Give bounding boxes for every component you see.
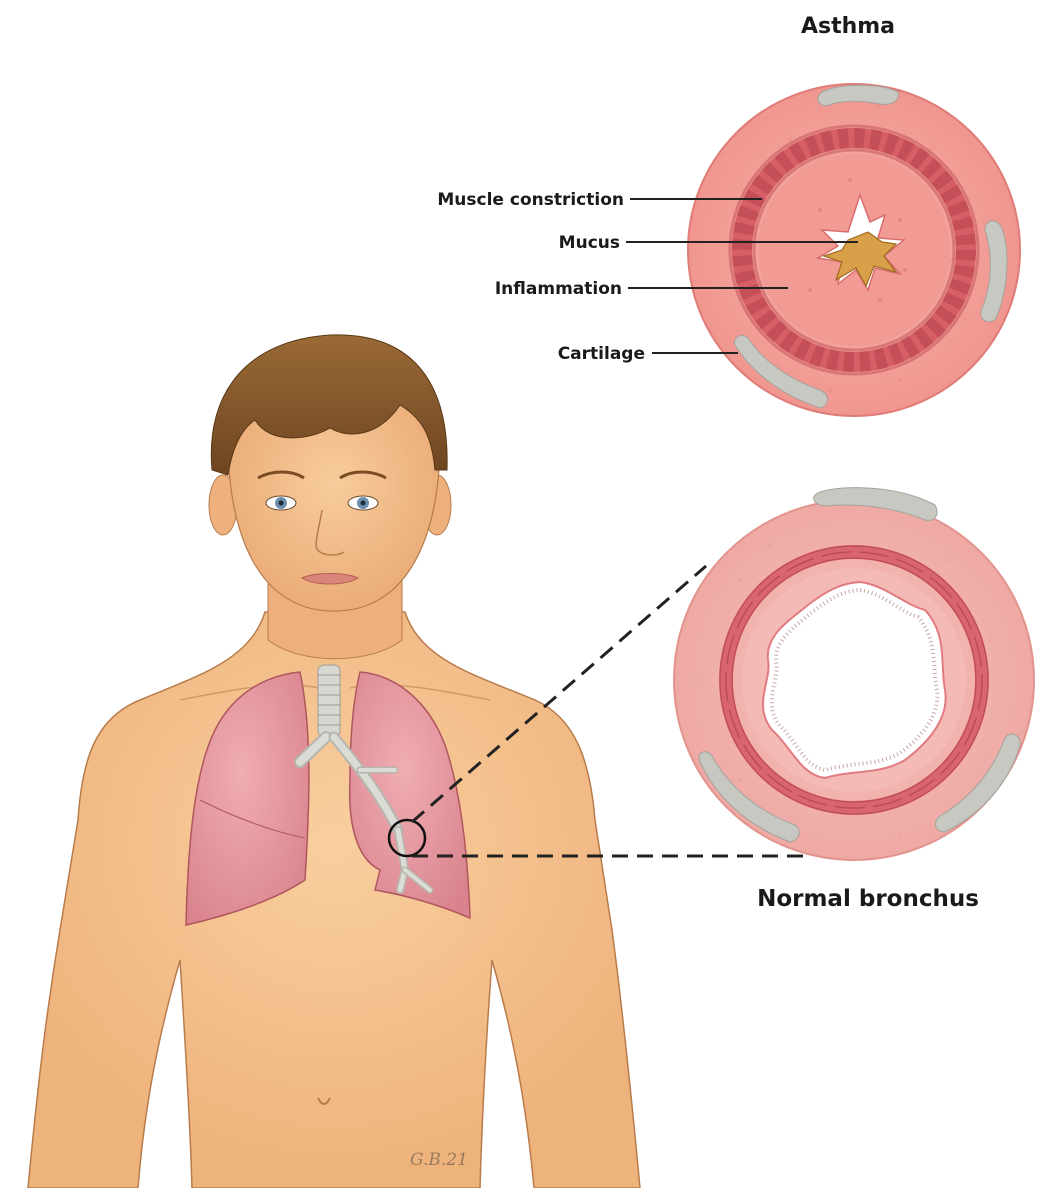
left-eye [266, 496, 296, 510]
child-figure [28, 335, 640, 1188]
normal-cross-section [674, 488, 1034, 860]
normal-bronchus-title: Normal bronchus [757, 886, 979, 912]
trachea [318, 665, 340, 737]
asthma-cross-section [688, 84, 1020, 416]
right-eye [348, 496, 378, 510]
asthma-title: Asthma [801, 14, 895, 39]
artist-signature: G.B.21 [410, 1150, 468, 1170]
label-muscle-constriction: Muscle constriction [437, 190, 624, 210]
label-cartilage: Cartilage [558, 344, 645, 364]
label-mucus: Mucus [559, 233, 620, 253]
label-inflammation: Inflammation [495, 279, 622, 299]
